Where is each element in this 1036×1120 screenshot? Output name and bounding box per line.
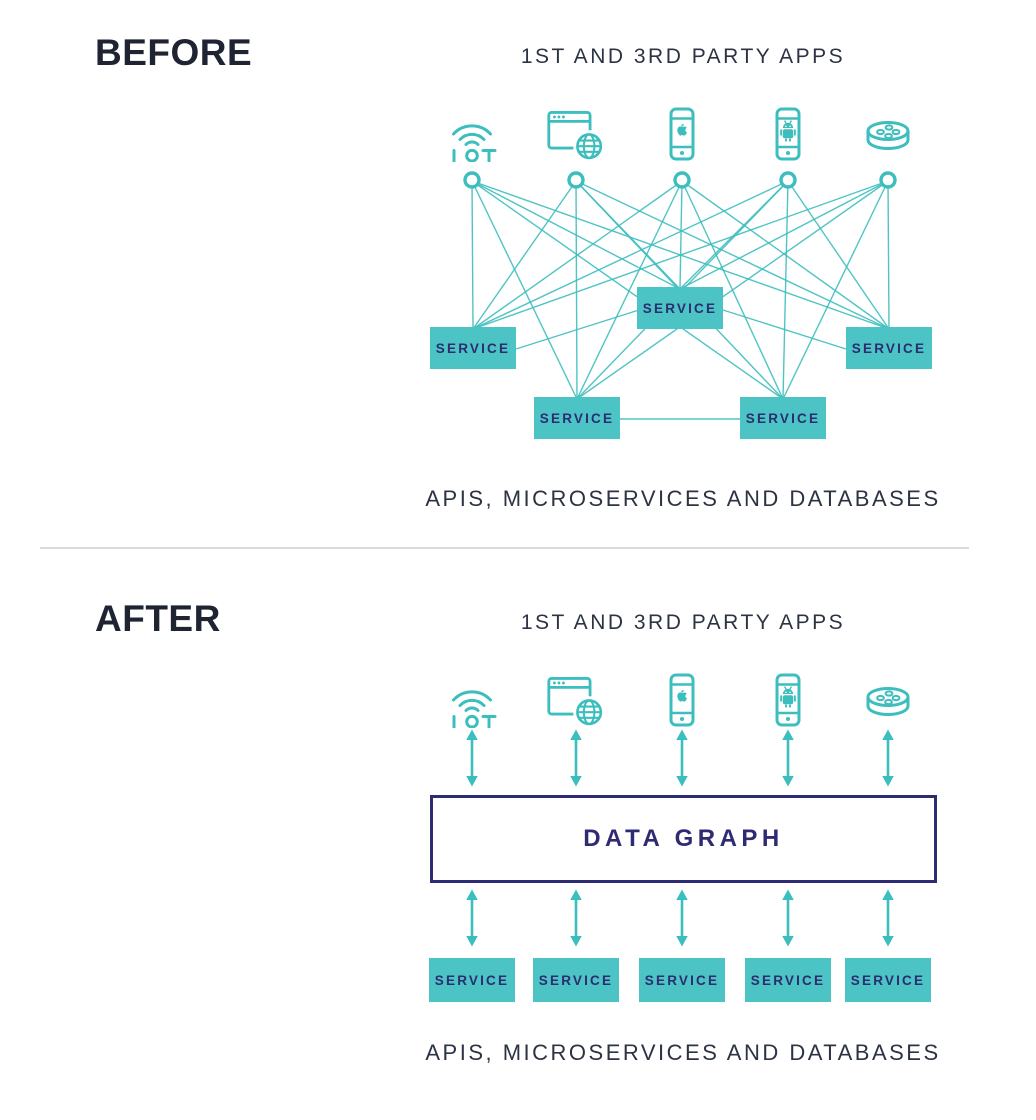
mesh-node (879, 171, 897, 189)
double-arrow-icon (779, 889, 797, 947)
service-box: SERVICE (637, 287, 723, 329)
android-phone-icon (758, 106, 818, 162)
android-phone-icon (758, 672, 818, 728)
apps-caption-before: 1ST AND 3RD PARTY APPS (520, 45, 846, 68)
iot-icon (442, 672, 502, 728)
section-divider (40, 547, 969, 549)
double-arrow-icon (673, 729, 691, 787)
mesh-node (673, 171, 691, 189)
browser-globe-icon (546, 106, 606, 163)
data-graph-box: DATA GRAPH (430, 795, 937, 883)
double-arrow-icon (463, 729, 481, 787)
double-arrow-icon (879, 729, 897, 787)
before-heading: BEFORE (95, 32, 253, 73)
iot-icon (442, 106, 502, 162)
browser-globe-icon (546, 672, 606, 729)
data-graph-label: DATA GRAPH (583, 825, 784, 852)
double-arrow-icon (779, 729, 797, 787)
double-arrow-icon (567, 729, 585, 787)
iphone-apple-icon (652, 106, 712, 162)
mesh-node (779, 171, 797, 189)
double-arrow-icon (673, 889, 691, 947)
service-box: SERVICE (534, 397, 620, 439)
service-box: SERVICE (740, 397, 826, 439)
iphone-apple-icon (652, 672, 712, 728)
service-box: SERVICE (745, 958, 831, 1002)
services-caption-after: APIS, MICROSERVICES AND DATABASES (425, 1040, 941, 1065)
double-arrow-icon (463, 889, 481, 947)
apps-caption-after: 1ST AND 3RD PARTY APPS (520, 611, 846, 634)
mesh-connections (463, 171, 897, 420)
smart-speaker-icon (858, 106, 918, 162)
service-box: SERVICE (846, 327, 932, 369)
mesh-node (463, 171, 481, 189)
mesh-node (567, 171, 585, 189)
service-box: SERVICE (430, 327, 516, 369)
double-arrow-icon (879, 889, 897, 947)
service-box: SERVICE (429, 958, 515, 1002)
smart-speaker-icon (858, 672, 918, 728)
service-box: SERVICE (639, 958, 725, 1002)
service-box: SERVICE (533, 958, 619, 1002)
double-arrow-icon (567, 889, 585, 947)
service-box: SERVICE (845, 958, 931, 1002)
services-caption-before: APIS, MICROSERVICES AND DATABASES (425, 486, 941, 511)
after-heading: AFTER (95, 598, 221, 639)
